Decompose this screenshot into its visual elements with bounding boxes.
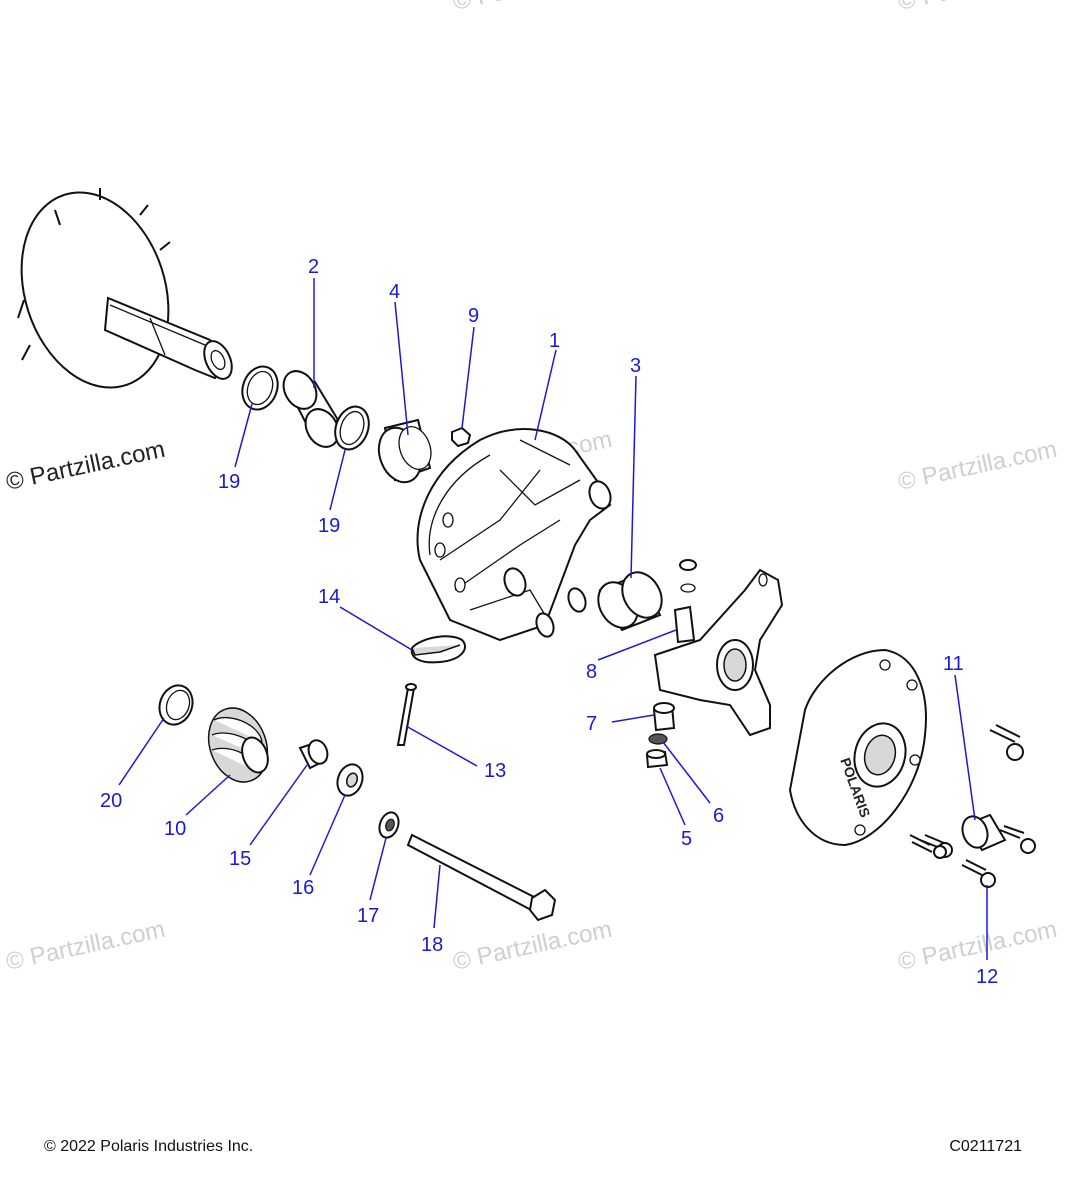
fixed-sheave-shaft bbox=[17, 188, 233, 389]
diagram-id: C0211721 bbox=[949, 1138, 1022, 1155]
callout-4: 4 bbox=[389, 281, 400, 303]
part-6-washer bbox=[648, 733, 668, 745]
part-5-button bbox=[645, 749, 669, 769]
part-4-bearing bbox=[377, 418, 432, 484]
leader-lines bbox=[118, 278, 988, 960]
callout-10: 10 bbox=[164, 818, 186, 840]
callout-labels: 1 2 3 4 5 6 7 8 9 10 11 12 13 14 15 16 1… bbox=[100, 256, 998, 988]
callout-17: 17 bbox=[357, 905, 379, 927]
callout-20: 20 bbox=[100, 790, 122, 812]
callout-9: 9 bbox=[468, 305, 479, 327]
callout-12: 12 bbox=[976, 966, 998, 988]
copyright-footer: © 2022 Polaris Industries Inc. bbox=[44, 1138, 254, 1155]
part-2-bushing bbox=[282, 370, 340, 448]
part-12-bolts bbox=[909, 724, 1036, 888]
callout-3: 3 bbox=[630, 355, 641, 377]
callout-15: 15 bbox=[229, 848, 251, 870]
callout-13: 13 bbox=[484, 760, 506, 782]
part-16-washer bbox=[336, 763, 364, 797]
part-11-roller bbox=[961, 813, 1007, 852]
part-9-nut bbox=[451, 426, 472, 448]
callout-14: 14 bbox=[318, 586, 340, 608]
callout-8: 8 bbox=[586, 661, 597, 683]
callout-16: 16 bbox=[292, 877, 314, 899]
callout-2: 2 bbox=[308, 256, 319, 278]
part-13-pin bbox=[396, 683, 417, 746]
callout-11: 11 bbox=[943, 653, 964, 675]
callout-18: 18 bbox=[421, 934, 443, 956]
callout-19-right: 19 bbox=[318, 515, 340, 537]
watermark-right-upper: © Partzilla.com bbox=[896, 436, 1060, 496]
part-18-bolt bbox=[406, 833, 557, 922]
part-17-lock-washer bbox=[378, 811, 400, 839]
part-19-seal-ring-left bbox=[241, 365, 279, 411]
watermark-center-lower: © Partzilla.com bbox=[451, 916, 615, 976]
part-8-pin-and-hardware bbox=[673, 559, 697, 644]
callout-6: 6 bbox=[713, 805, 724, 827]
callout-1: 1 bbox=[549, 330, 560, 352]
part-1-moveable-sheave bbox=[416, 428, 612, 642]
callout-19-left: 19 bbox=[218, 471, 240, 493]
part-20-ring bbox=[158, 684, 194, 726]
part-14-weight bbox=[410, 635, 467, 664]
part-10-spring bbox=[207, 707, 269, 783]
polaris-cover: POLARIS bbox=[788, 648, 927, 847]
callout-5: 5 bbox=[681, 828, 692, 850]
watermark-left-lower: © Partzilla.com bbox=[4, 916, 168, 976]
part-19-seal-ring-right bbox=[334, 405, 370, 451]
callout-7: 7 bbox=[586, 713, 597, 735]
part-7-roller bbox=[652, 702, 676, 732]
spider bbox=[653, 568, 784, 737]
watermark-top-center: © Partzilla.com bbox=[451, 0, 615, 16]
part-3-bushing bbox=[597, 571, 663, 632]
watermark-top-right: © Partzilla.com bbox=[896, 0, 1060, 16]
watermark-left-upper: © Partzilla.com bbox=[4, 436, 168, 496]
part-15-spacer bbox=[298, 739, 329, 770]
